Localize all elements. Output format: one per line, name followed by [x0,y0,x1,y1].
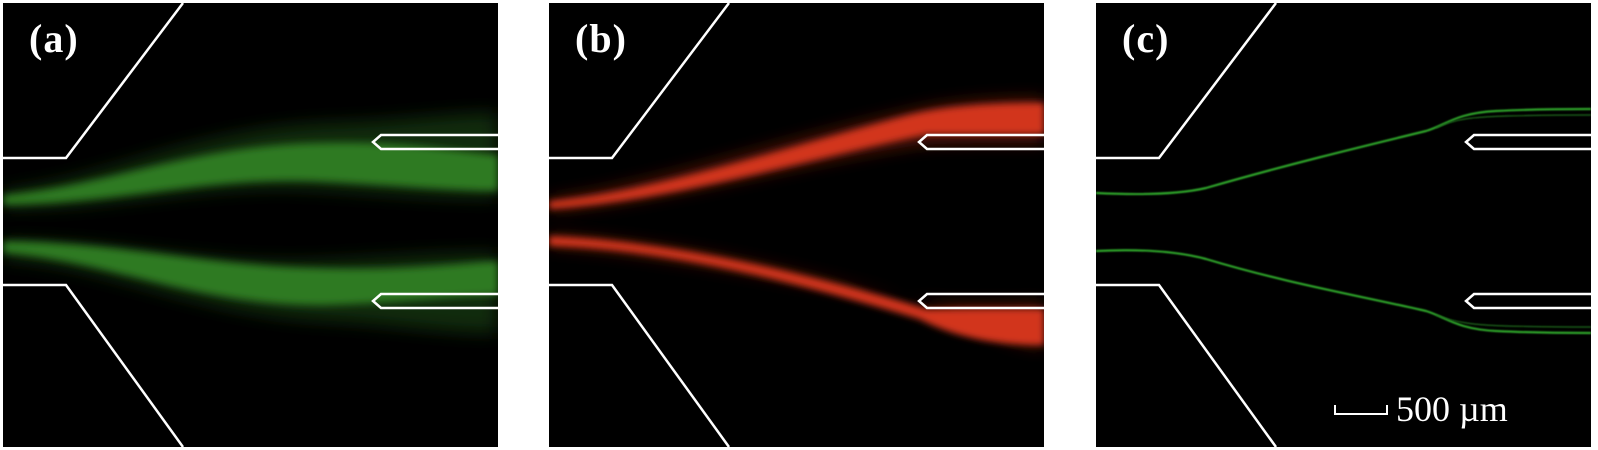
scale-bar-line [1334,405,1388,415]
upper-interface-line [1096,107,1591,196]
panel-b: (b) [549,3,1044,447]
upper-fluorescent-stream [3,142,498,205]
microchannel-image-a [3,3,498,447]
lower-interface-line-faint [1435,314,1591,328]
panel-label-b: (b) [575,16,627,61]
lower-splitter-wall [917,292,1044,310]
panel-label-c: (c) [1122,16,1170,61]
lower-inlet-wall [549,283,731,447]
lower-splitter-wall [1464,292,1591,310]
lower-inlet-wall [1096,283,1278,447]
scale-bar: 500 µm [1334,391,1564,437]
upper-splitter-wall [371,133,498,151]
panel-label-a: (a) [29,16,79,61]
upper-inlet-wall [1096,3,1277,160]
upper-interface-line-faint [1435,114,1591,129]
microchannel-image-b [549,3,1044,447]
lower-interface-line [1096,249,1591,335]
panel-c: (c) 500 µm [1096,3,1591,447]
panel-a: (a) [3,3,498,447]
upper-inlet-wall [3,3,184,160]
microchannel-image-c [1096,3,1591,447]
scale-bar-label: 500 µm [1396,389,1508,429]
upper-splitter-wall [917,133,1044,151]
upper-inlet-wall [549,3,730,160]
lower-splitter-wall [371,292,498,310]
upper-fluorescent-stream [549,103,1044,209]
lower-fluorescent-stream [549,236,1044,345]
lower-fluorescent-stream [3,241,498,305]
upper-splitter-wall [1464,133,1591,151]
lower-inlet-wall [3,283,185,447]
